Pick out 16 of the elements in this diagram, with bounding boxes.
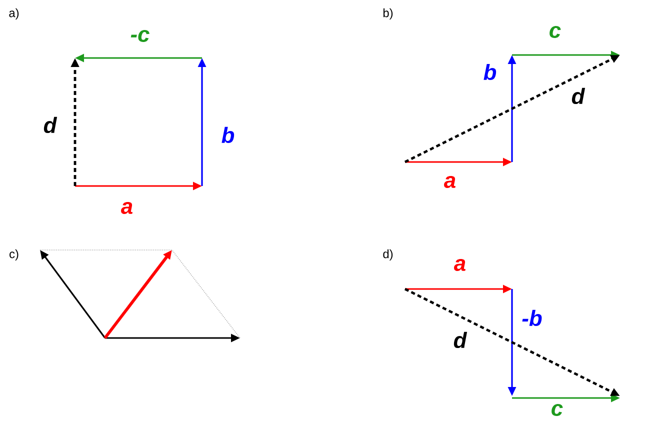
vector-label: -c [130,30,150,42]
vector-label: b [484,64,496,80]
vector-label: a [121,202,132,214]
vector-label: -b [522,310,542,326]
vector-label: d [572,88,586,104]
vector-label: a [454,258,466,271]
vector-label: c [552,404,563,416]
panel-label: d) [383,249,393,261]
vector-label: c [550,26,561,38]
panel-label: a) [9,8,19,20]
vector-label: d [44,116,58,134]
vector-label: d [454,332,468,348]
vector-label: a [444,176,456,188]
vector-label: b [222,126,234,144]
panel-label: c) [10,249,18,261]
panel-label: b) [383,8,393,20]
